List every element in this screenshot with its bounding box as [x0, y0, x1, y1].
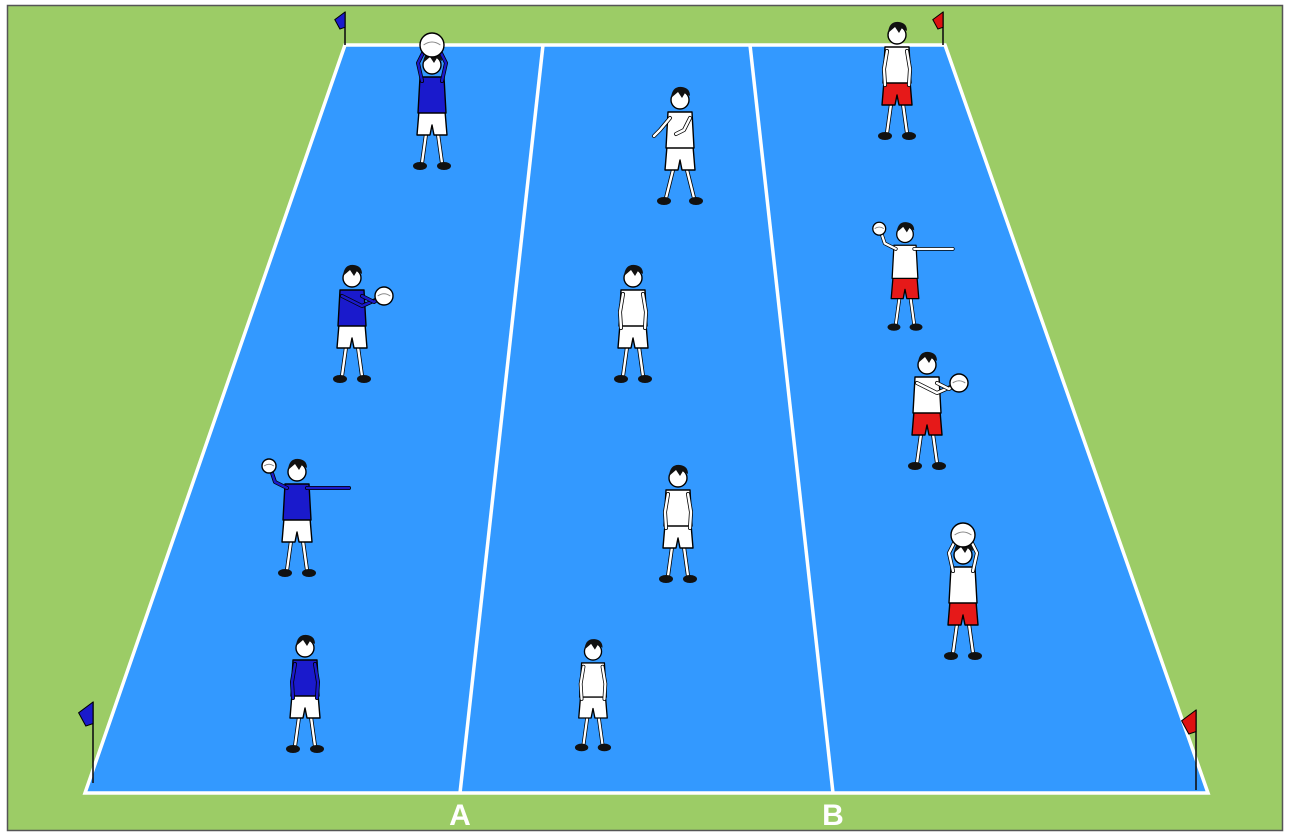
zone-label-b: B — [822, 799, 844, 832]
zone-label-a: A — [449, 799, 471, 832]
